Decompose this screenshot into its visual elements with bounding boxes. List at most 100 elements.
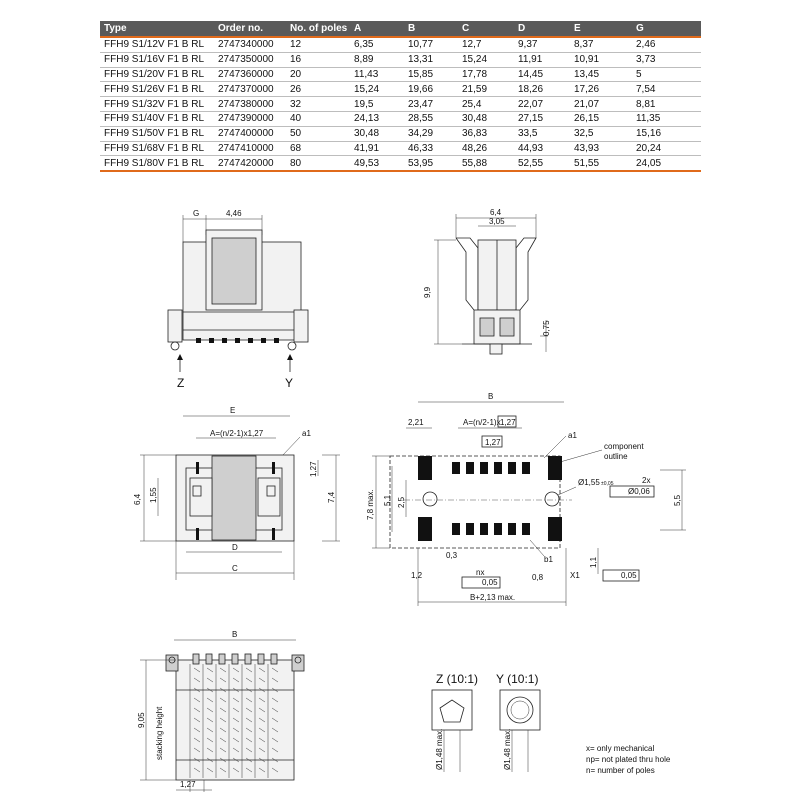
table-cell: 15,24 [458, 52, 514, 68]
table-cell: 34,29 [404, 126, 458, 142]
table-cell: 17,26 [570, 81, 632, 98]
table-cell: 2747360000 [214, 67, 286, 83]
table-cell: 9,37 [514, 37, 570, 53]
dim-5-5: 5,5 [673, 494, 682, 506]
table-cell: 14,45 [514, 67, 570, 83]
dim-5-1: 5,1 [383, 494, 392, 506]
table-cell: 13,45 [570, 67, 632, 83]
label-hole-count: 2x [642, 476, 650, 485]
table-cell: 12,7 [458, 37, 514, 53]
table-cell: 33,5 [514, 126, 570, 142]
table-cell: FFH9 S1/80V F1 B RL [100, 155, 214, 173]
table-cell: 2747380000 [214, 96, 286, 112]
table-cell: 21,59 [458, 81, 514, 98]
table-cell: 8,81 [632, 96, 701, 112]
table-cell: FFH9 S1/50V F1 B RL [100, 126, 214, 142]
dim-9-9: 9,9 [423, 286, 432, 298]
dim-d: D [232, 543, 238, 552]
table-cell: 11,43 [350, 67, 404, 83]
table-cell: 16 [286, 52, 350, 68]
dim-3-05: 3,05 [489, 217, 505, 226]
dim-a-formula-fp: A=(n/2-1)x [463, 418, 501, 427]
side-view: 6,4 3,05 9,9 0,75 [423, 208, 551, 355]
dim-b-total: B+2,13 max. [470, 593, 515, 602]
detail-y: Y (10:1) Ø1,48 max. [496, 672, 541, 772]
table-cell: 8,89 [350, 52, 404, 68]
dim-7-4: 7,4 [327, 491, 336, 503]
table-cell: 13,31 [404, 52, 458, 68]
table-cell: 15,85 [404, 67, 458, 83]
table-cell: 2747420000 [214, 155, 286, 173]
table-cell: 24,13 [350, 111, 404, 127]
table-cell: FFH9 S1/16V F1 B RL [100, 52, 214, 68]
table-cell: 53,95 [404, 155, 458, 173]
table-cell: 41,91 [350, 141, 404, 157]
table-cell: 52,55 [514, 155, 570, 173]
label-x1: X1 [570, 571, 580, 580]
column-header-b: B [404, 21, 458, 38]
table-cell: 6,35 [350, 37, 404, 53]
table-cell: 12 [286, 37, 350, 53]
table-cell: 80 [286, 155, 350, 173]
note-not-plated: np= not plated thru hole [586, 755, 671, 764]
dim-1-27-fp: 1,27 [485, 438, 501, 447]
table-cell: FFH9 S1/68V F1 B RL [100, 141, 214, 157]
dim-2-21: 2,21 [408, 418, 424, 427]
arrow-label-y: Y [285, 376, 293, 390]
dim-1-2: 1,2 [411, 571, 423, 580]
detail-z-title: Z (10:1) [436, 672, 478, 686]
table-cell: 10,77 [404, 37, 458, 53]
dim-hole: Ø1,55 [578, 478, 600, 487]
label-component: component [604, 442, 644, 451]
table-cell: 27,15 [514, 111, 570, 127]
table-cell: 30,48 [458, 111, 514, 127]
table-cell: 25,4 [458, 96, 514, 112]
label-b1: b1 [544, 555, 553, 564]
dim-1-1: 1,1 [589, 556, 598, 568]
column-header-c: C [458, 21, 514, 38]
table-cell: 17,78 [458, 67, 514, 83]
tol-hole: Ø0,06 [628, 487, 650, 496]
table-cell: 2747410000 [214, 141, 286, 157]
table-cell: 20,24 [632, 141, 701, 157]
notes: x= only mechanical np= not plated thru h… [586, 744, 671, 775]
table-cell: 32 [286, 96, 350, 112]
table-cell: 49,53 [350, 155, 404, 173]
table-cell: FFH9 S1/20V F1 B RL [100, 67, 214, 83]
label-outline: outline [604, 452, 628, 461]
column-header-type: Type [100, 21, 214, 38]
dim-6-4: 6,4 [490, 208, 502, 217]
stacking-view: B 9,05 stacking height 1,27 [137, 630, 305, 792]
dim-2-5: 2,5 [397, 496, 406, 508]
table-cell: 2747350000 [214, 52, 286, 68]
dim-4-46: 4,46 [226, 209, 242, 218]
table-cell: 3,73 [632, 52, 701, 68]
dim-1-27-top: 1,27 [309, 461, 318, 477]
column-header-poles: No. of poles [286, 21, 350, 38]
front-view: G 4,46 Z Y [167, 209, 309, 390]
dim-hole-tol: ±0,05 [601, 481, 614, 487]
table-cell: 11,35 [632, 111, 701, 127]
table-cell: 30,48 [350, 126, 404, 142]
table-cell: 11,91 [514, 52, 570, 68]
table-cell: 18,26 [514, 81, 570, 98]
table-cell: 2747390000 [214, 111, 286, 127]
table-cell: 44,93 [514, 141, 570, 157]
table-cell: 24,05 [632, 155, 701, 173]
table-cell: 20 [286, 67, 350, 83]
table-cell: 8,37 [570, 37, 632, 53]
table-cell: 23,47 [404, 96, 458, 112]
table-cell: 36,83 [458, 126, 514, 142]
detail-y-dim: Ø1,48 max. [503, 729, 512, 770]
tol-pad: 0,05 [482, 578, 498, 587]
dim-a-formula-top: A=(n/2-1)x1,27 [210, 429, 264, 438]
table-cell: 43,93 [570, 141, 632, 157]
table-cell: 22,07 [514, 96, 570, 112]
table-cell: FFH9 S1/12V F1 B RL [100, 37, 214, 53]
